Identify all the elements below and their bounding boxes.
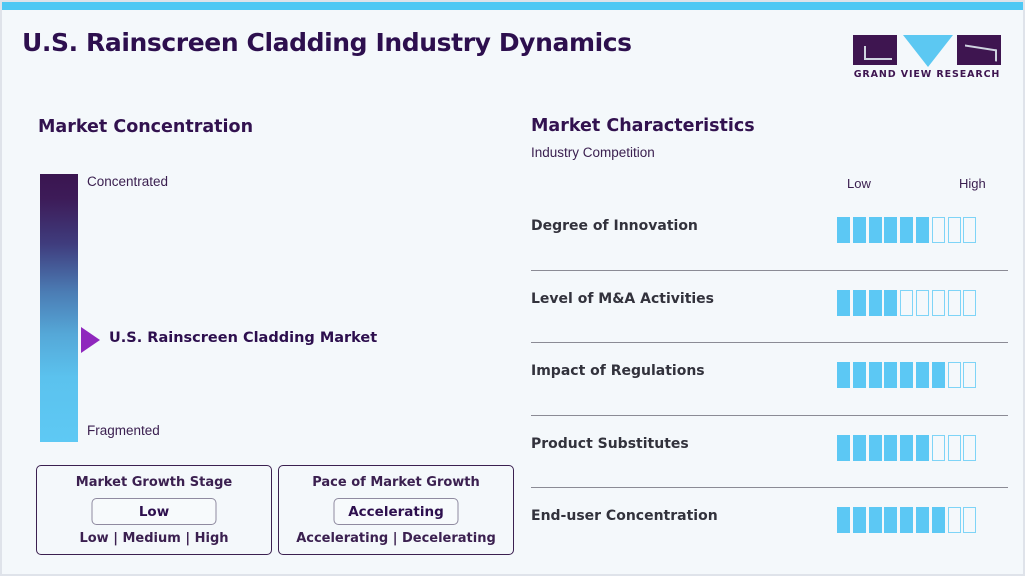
characteristic-row: Degree of Innovation: [514, 198, 1023, 271]
meter-segment-filled: [900, 434, 914, 461]
market-characteristics-subheading: Industry Competition: [531, 145, 655, 160]
row-divider: [531, 269, 1008, 271]
market-growth-stage-value-box: Low: [91, 498, 217, 525]
meter-segment-filled: [837, 434, 850, 461]
meter-segment-filled: [900, 362, 914, 388]
logo-triangle-icon: [903, 35, 953, 67]
meter-segment-empty: [963, 362, 977, 388]
concentration-gradient-bar: [40, 174, 78, 442]
meter-segment-empty: [947, 217, 961, 243]
meter-segment-empty: [963, 217, 977, 243]
characteristic-meter: [837, 434, 977, 461]
top-accent-bar: [2, 2, 1023, 10]
meter-segment-empty: [931, 289, 945, 316]
meter-segment-filled: [915, 507, 929, 533]
characteristic-meter: [837, 289, 977, 316]
meter-segment-empty: [915, 289, 929, 316]
market-growth-stage-options: Low | Medium | High: [79, 531, 229, 546]
characteristic-row: Product Substitutes: [514, 416, 1023, 488]
meter-segment-empty: [947, 507, 961, 533]
meter-segment-filled: [884, 217, 898, 243]
row-divider: [531, 487, 1008, 488]
meter-segment-filled: [884, 362, 898, 388]
logo-block-right-icon: [957, 35, 1001, 65]
characteristic-label: Degree of Innovation: [531, 218, 698, 234]
meter-segment-empty: [947, 362, 961, 388]
scale-low-label: Low: [847, 176, 871, 191]
characteristic-label: Product Substitutes: [531, 435, 689, 452]
meter-segment-filled: [868, 362, 882, 388]
scale-high-label: High: [959, 176, 986, 191]
grand-view-research-logo: GRAND VIEW RESEARCH: [853, 35, 1001, 87]
market-growth-stage-title: Market Growth Stage: [75, 475, 233, 490]
meter-segment-filled: [852, 289, 866, 316]
meter-segment-empty: [931, 217, 945, 243]
meter-segment-filled: [900, 507, 914, 533]
meter-segment-empty: [963, 289, 977, 316]
meter-segment-filled: [837, 217, 850, 243]
row-divider: [531, 414, 1008, 416]
meter-segment-filled: [852, 434, 866, 461]
pace-of-market-growth-title: Pace of Market Growth: [312, 475, 480, 490]
meter-segment-filled: [837, 362, 850, 388]
meter-segment-filled: [915, 217, 929, 243]
market-characteristics-panel: Market Characteristics Industry Competit…: [514, 92, 1023, 574]
meter-segment-filled: [852, 217, 866, 243]
pace-of-market-growth-value-box: Accelerating: [333, 498, 459, 525]
row-divider: [531, 342, 1008, 343]
meter-segment-filled: [837, 507, 850, 533]
meter-segment-filled: [884, 507, 898, 533]
meter-segment-filled: [900, 217, 914, 243]
meter-segment-filled: [884, 289, 898, 316]
meter-segment-empty: [947, 434, 961, 461]
characteristic-meter: [837, 362, 977, 388]
pace-of-market-growth-box: Pace of Market Growth Accelerating Accel…: [278, 465, 514, 555]
pace-of-market-growth-value: Accelerating: [348, 503, 444, 520]
characteristic-label: Level of M&A Activities: [531, 290, 715, 307]
meter-segment-filled: [868, 507, 882, 533]
logo-wordmark: GRAND VIEW RESEARCH: [853, 69, 1001, 80]
meter-segment-empty: [963, 507, 977, 533]
meter-segment-filled: [931, 507, 945, 533]
page-title: U.S. Rainscreen Cladding Industry Dynami…: [22, 28, 632, 57]
characteristic-label: Impact of Regulations: [531, 363, 705, 379]
market-growth-stage-value: Low: [138, 503, 170, 520]
meter-segment-filled: [884, 434, 898, 461]
logo-block-left-icon: [853, 35, 897, 65]
market-position-marker-icon: [81, 327, 100, 354]
pace-of-market-growth-options: Accelerating | Decelerating: [296, 531, 496, 546]
meter-segment-empty: [947, 289, 961, 316]
meter-segment-filled: [868, 289, 882, 316]
meter-segment-filled: [915, 434, 929, 461]
meter-segment-filled: [852, 362, 866, 388]
characteristic-row: End-user Concentration: [514, 488, 1023, 561]
meter-segment-filled: [868, 434, 882, 461]
market-growth-stage-box: Market Growth Stage Low Low | Medium | H…: [36, 465, 272, 555]
meter-segment-empty: [900, 289, 914, 316]
meter-segment-filled: [837, 289, 850, 316]
characteristic-meter: [837, 507, 977, 533]
meter-segment-empty: [931, 434, 945, 461]
meter-segment-filled: [868, 217, 882, 243]
characteristic-row: Impact of Regulations: [514, 343, 1023, 416]
meter-segment-empty: [963, 434, 977, 461]
characteristic-row: Level of M&A Activities: [514, 271, 1023, 343]
market-concentration-heading: Market Concentration: [38, 117, 254, 137]
market-position-label: U.S. Rainscreen Cladding Market: [109, 330, 378, 347]
meter-segment-filled: [931, 362, 945, 388]
meter-segment-filled: [852, 507, 866, 533]
meter-segment-filled: [915, 362, 929, 388]
characteristic-label: End-user Concentration: [531, 508, 718, 524]
logo-marks: [853, 35, 1001, 67]
market-concentration-panel: Market Concentration Concentrated Fragme…: [2, 92, 514, 574]
gradient-bottom-label: Fragmented: [87, 423, 160, 438]
header: U.S. Rainscreen Cladding Industry Dynami…: [2, 10, 1023, 92]
characteristic-meter: [837, 217, 977, 243]
market-characteristics-heading: Market Characteristics: [531, 116, 755, 136]
gradient-top-label: Concentrated: [87, 174, 169, 189]
